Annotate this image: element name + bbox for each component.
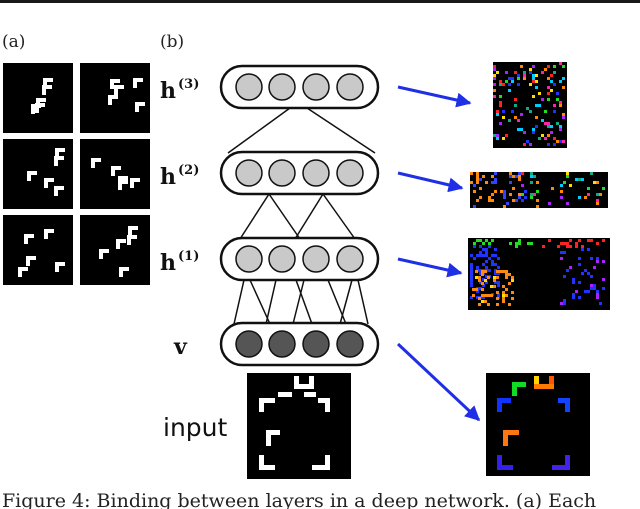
hidden-unit	[336, 73, 364, 101]
visible-unit	[336, 330, 364, 358]
hidden-unit	[302, 159, 330, 187]
layer-label-h1-sup: (1)	[178, 249, 199, 264]
output-map-v-shapes	[497, 376, 570, 470]
thumbnail-3-1	[3, 215, 73, 285]
layer-h3-capsule	[219, 64, 380, 110]
layer-label-h2-sup: (2)	[178, 163, 199, 178]
layer-h2-capsule	[219, 150, 380, 196]
arrow-v	[396, 342, 481, 422]
layer-label-h2: h (2)	[160, 163, 199, 190]
layer-h3	[219, 64, 380, 110]
hidden-unit	[336, 245, 364, 273]
hidden-unit	[235, 159, 263, 187]
visible-unit	[235, 330, 263, 358]
hidden-unit	[235, 245, 263, 273]
layer-label-h3: h (3)	[160, 77, 199, 104]
hidden-unit	[302, 73, 330, 101]
arrow-h1	[397, 257, 463, 278]
visible-unit	[268, 330, 296, 358]
layer-h1	[219, 236, 380, 282]
hidden-unit	[336, 159, 364, 187]
layer-label-v: v	[173, 334, 188, 360]
hidden-unit	[268, 73, 296, 101]
visible-unit	[302, 330, 330, 358]
output-map-h1-pixels	[470, 239, 605, 306]
output-map-h1	[468, 238, 610, 310]
output-map-h3-pixels	[493, 62, 565, 146]
layer-label-h1: h (1)	[160, 249, 199, 276]
output-map-v	[486, 373, 590, 476]
hidden-unit	[268, 159, 296, 187]
arrow-h2	[397, 171, 464, 193]
panel-a-label: (a)	[2, 32, 25, 52]
page-top-rule	[0, 0, 640, 3]
layer-v-capsule	[219, 321, 380, 367]
arrow-h3	[397, 85, 472, 108]
hidden-unit	[235, 73, 263, 101]
hidden-unit	[268, 245, 296, 273]
output-map-h2-pixels	[470, 172, 605, 208]
panel-a-thumbnails	[3, 63, 150, 285]
layer-connections	[227, 107, 376, 325]
input-image-shapes	[259, 376, 330, 470]
layer-label-h3-base: h	[160, 78, 176, 104]
hidden-unit	[302, 245, 330, 273]
layer-label-h1-base: h	[160, 250, 176, 276]
layer-h2	[219, 150, 380, 196]
panel-b-label: (b)	[160, 32, 184, 52]
input-image	[247, 373, 351, 479]
layer-h1-capsule	[219, 236, 380, 282]
thumbnail-3-2	[80, 215, 150, 285]
layer-label-h2-base: h	[160, 164, 176, 190]
layer-v	[219, 321, 380, 367]
input-label: input	[163, 413, 228, 442]
arrows	[396, 85, 481, 422]
layer-label-v-base: v	[173, 334, 188, 360]
thumbnail-shapes	[18, 78, 145, 277]
layer-label-h3-sup: (3)	[178, 77, 199, 92]
figure-caption: Figure 4: Binding between layers in a de…	[2, 490, 596, 509]
